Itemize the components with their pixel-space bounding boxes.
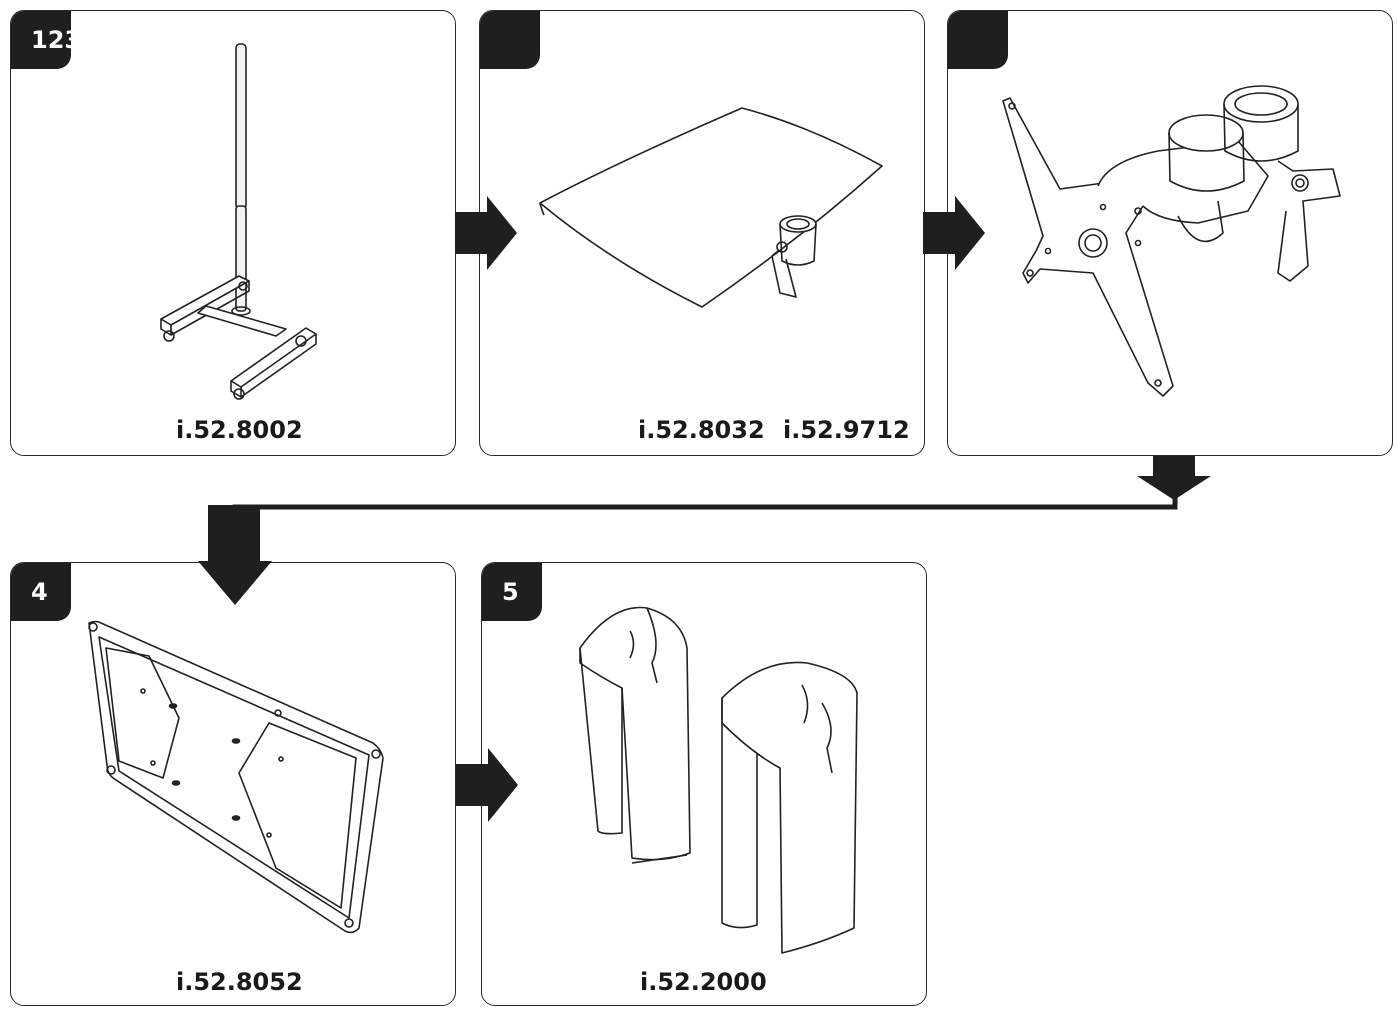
step-panel-4: 4 i.52.8052 <box>10 562 456 1006</box>
vesa-adapter-plate-icon <box>88 620 384 934</box>
step-badge: 5 <box>482 563 542 621</box>
step-panel-5: 5 i.52.2000 <box>481 562 927 1006</box>
step-panel-3 <box>947 10 1393 456</box>
step-panel-2: i.52.8032 i.52.9712 <box>479 10 925 456</box>
step-badge: 123 <box>11 11 71 69</box>
down-arrow-icon <box>1137 456 1211 500</box>
right-arrow-icon <box>923 196 985 270</box>
product-code: i.52.8002 <box>176 416 303 444</box>
shelf-with-clamp-icon <box>539 107 883 308</box>
cable-cover-icon <box>579 606 858 954</box>
product-code: i.52.8032 <box>638 416 765 444</box>
product-code: i.52.2000 <box>640 968 767 996</box>
right-arrow-icon <box>455 196 517 270</box>
monitor-arm-bracket-icon <box>1002 85 1341 397</box>
step-badge <box>948 11 1008 69</box>
product-code: i.52.8052 <box>176 968 303 996</box>
product-code: i.52.9712 <box>783 416 910 444</box>
step-badge <box>480 11 540 69</box>
step-panel-1: 123 i.52.8002 <box>10 10 456 456</box>
right-arrow-icon <box>456 748 518 822</box>
down-arrow-icon <box>198 505 272 605</box>
mobile-stand-icon <box>160 43 317 400</box>
step-badge: 4 <box>11 563 71 621</box>
